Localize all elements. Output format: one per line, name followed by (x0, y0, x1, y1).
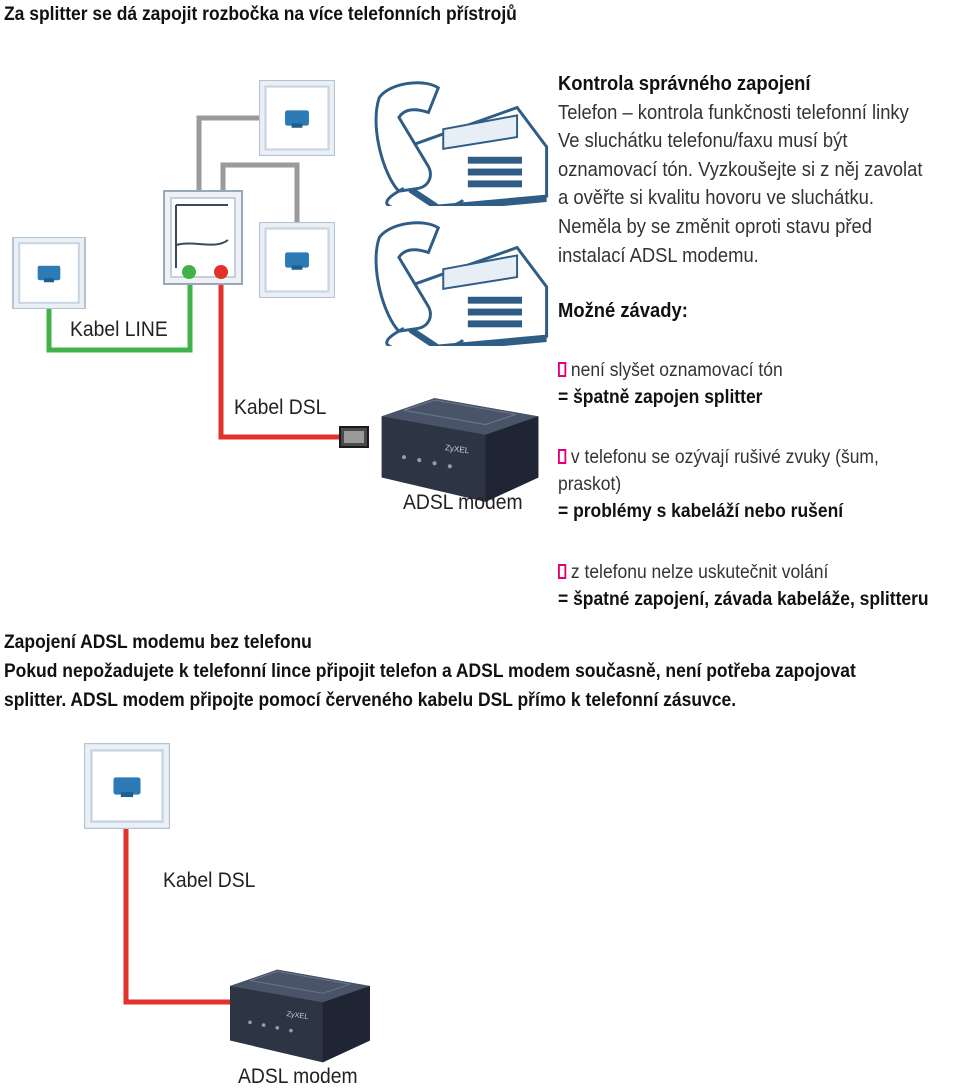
kabel-dsl-label-2: Kabel DSL (163, 869, 256, 892)
splitter-icon (163, 190, 243, 285)
wall-socket-icon (11, 237, 87, 309)
info-line: Telefon – kontrola funkčnosti telefonní … (558, 101, 909, 124)
fault-symptom-cont: praskot) (558, 474, 622, 495)
splitter-cable-bottom (220, 162, 300, 222)
splitter-cable-top (196, 115, 259, 195)
fault-symptom: není slyšet oznamovací tón (570, 360, 783, 381)
fault-result: = špatné zapojení, závada kabeláže, spli… (558, 589, 929, 610)
fault-symptom: v telefonu se ozývají rušivé zvuky (šum, (570, 447, 879, 468)
bullet-icon (558, 449, 567, 464)
fault-result: = špatně zapojen splitter (558, 387, 763, 408)
adsl-modem-icon-2 (229, 969, 371, 1063)
fault-item: z telefonu nelze uskutečnit volání = špa… (558, 559, 960, 613)
fault-symptom: z telefonu nelze uskutečnit volání (570, 562, 829, 583)
info-block: Kontrola správného zapojení Telefon – ko… (558, 70, 958, 270)
faults-heading: Možné závady: (558, 300, 688, 322)
kabel-dsl-label: Kabel DSL (234, 396, 327, 419)
section2-heading: Zapojení ADSL modemu bez telefonu (4, 632, 312, 653)
adsl-modem-label: ADSL modem (403, 491, 523, 514)
info-line: oznamovací tón. Vyzkoušejte si z něj zav… (558, 158, 923, 181)
info-line: a ověřte si kvalitu hovoru ve sluchátku. (558, 187, 875, 210)
kabel-line-cable (46, 283, 193, 353)
kabel-dsl-cable (218, 283, 342, 440)
section2-text: splitter. ADSL modem připojte pomocí čer… (4, 690, 737, 711)
fault-item: v telefonu se ozývají rušivé zvuky (šum,… (558, 444, 960, 525)
bullet-icon (558, 564, 567, 579)
telephone-bottom-icon (374, 221, 549, 346)
section2-text: Pokud nepožadujete k telefonní lince při… (4, 661, 856, 682)
fault-item: není slyšet oznamovací tón = špatně zapo… (558, 357, 960, 411)
info-heading: Kontrola správného zapojení (558, 73, 811, 95)
kabel-dsl-cable-2 (123, 787, 238, 1005)
info-line: Ve sluchátku telefonu/faxu musí být (558, 130, 848, 153)
kabel-line-label: Kabel LINE (70, 318, 168, 341)
adsl-modem-icon (381, 397, 539, 503)
adsl-modem-label-2: ADSL modem (238, 1065, 358, 1088)
info-line: instalací ADSL modemu. (558, 244, 759, 267)
page-title: Za splitter se dá zapojit rozbočka na ví… (4, 4, 517, 25)
phone-socket-bottom-icon (259, 222, 335, 298)
section2: Zapojení ADSL modemu bez telefonu Pokud … (4, 628, 960, 715)
fault-result: = problémy s kabeláží nebo rušení (558, 501, 844, 522)
bullet-icon (558, 362, 567, 377)
info-line: Neměla by se změnit oproti stavu před (558, 215, 872, 238)
wall-socket-icon-2 (84, 743, 170, 829)
telephone-top-icon (374, 81, 549, 206)
phone-socket-top-icon (259, 80, 335, 156)
